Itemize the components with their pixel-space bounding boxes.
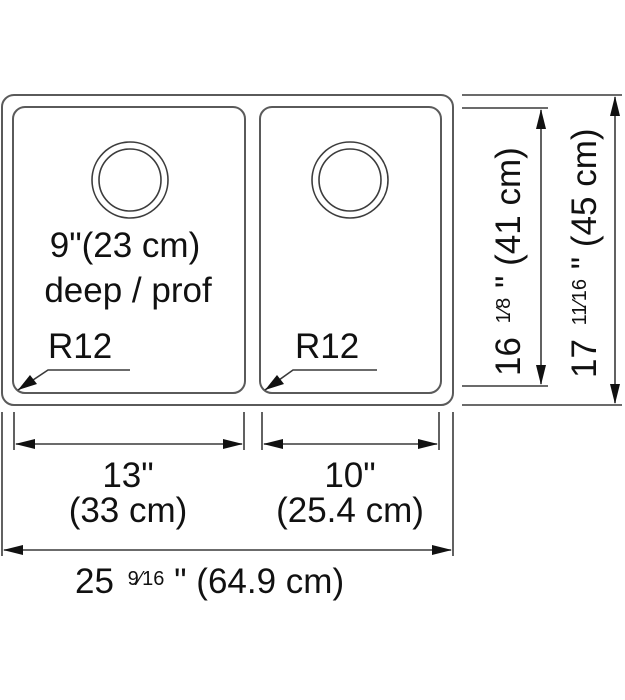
left-bowl-width-in: 13" <box>102 456 153 495</box>
svg-text:17 11⁄16 " (: 17 11⁄16 " (45 cm) <box>555 128 604 378</box>
left-bowl-depth-label: 9"(23 cm) <box>50 226 201 265</box>
bowl-length-label: 16 1⁄8 " (41 cm) <box>479 147 528 376</box>
right-radius-leader-icon <box>264 369 377 391</box>
sink-outer-rim <box>1 94 454 406</box>
right-bowl-width-dimension <box>261 412 440 450</box>
right-bowl-width-in: 10" <box>324 456 375 495</box>
left-bowl-outline <box>12 106 246 394</box>
right-bowl-radius-label: R12 <box>295 327 359 366</box>
left-bowl-radius-label: R12 <box>48 327 112 366</box>
left-drain-icon <box>91 141 169 219</box>
svg-text:16 1⁄8 " (41: 16 1⁄8 " (41 cm) <box>479 147 528 376</box>
left-radius-leader-icon <box>17 369 130 391</box>
overall-length-label: 17 11⁄16 " (45 cm) <box>555 128 604 378</box>
bowl-length-dimension <box>462 107 548 387</box>
left-bowl-width-dimension <box>13 412 245 450</box>
overall-length-dimension <box>462 94 622 406</box>
right-drain-icon <box>311 141 389 219</box>
right-bowl-width-cm: (25.4 cm) <box>276 491 424 530</box>
right-bowl-outline <box>259 106 442 394</box>
overall-width-label: 25 9⁄16 " (64.9 cm) <box>75 554 344 601</box>
left-bowl-depth-sublabel: deep / prof <box>44 271 212 310</box>
left-bowl-width-cm: (33 cm) <box>69 491 188 530</box>
overall-width-dimension <box>1 412 454 556</box>
